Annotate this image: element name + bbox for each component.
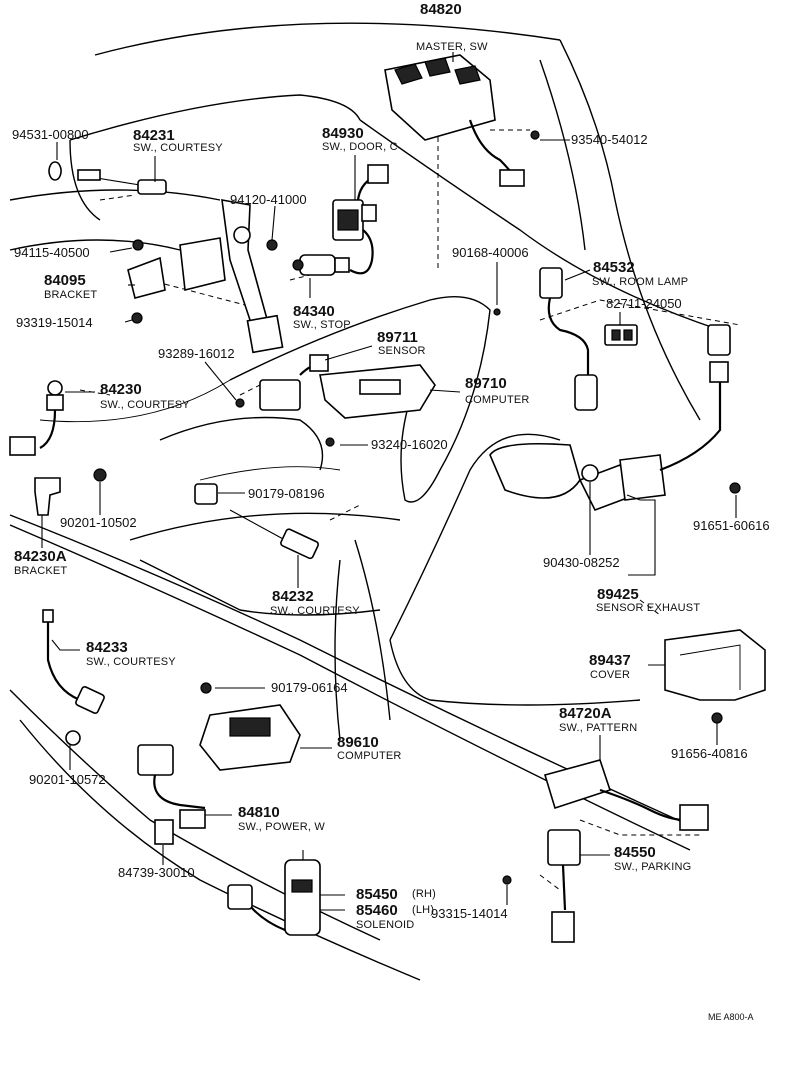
part-number-91651-60616: 91651-60616 — [693, 518, 770, 533]
part-number-84095: 84095 — [44, 272, 86, 289]
part-name-84810: SW., POWER, W — [238, 821, 325, 833]
part-number-84810: 84810 — [238, 804, 280, 821]
brake-pedal-part — [127, 199, 284, 354]
part-name-84340: SW., STOP — [293, 319, 351, 331]
part-number-94120-41000: 94120-41000 — [230, 192, 307, 207]
part-number-93289-16012: 93289-16012 — [158, 346, 235, 361]
part-number-84233: 84233 — [86, 639, 128, 656]
part-number-84231: 84231 — [133, 127, 175, 144]
solenoid-part — [227, 850, 321, 936]
part-number-84340: 84340 — [293, 303, 335, 320]
part-number-89425: 89425 — [597, 586, 639, 603]
part-number-84230: 84230 — [100, 381, 142, 398]
part-name-85460: (LH) — [412, 904, 435, 916]
part-number-93315-14014: 93315-14014 — [431, 906, 508, 921]
part-name-84820: MASTER, SW — [416, 41, 488, 53]
part-name-89610: COMPUTER — [337, 750, 402, 762]
part-number-93540-54012: 93540-54012 — [571, 132, 648, 147]
bracket-84230A-part — [34, 468, 107, 516]
cover-89437-part — [664, 629, 766, 724]
part-number-84739-30010: 84739-30010 — [118, 865, 195, 880]
part-name-84232: SW., COURTESY — [270, 605, 360, 617]
pattern-switch-part — [543, 759, 709, 831]
part-number-93319-15014: 93319-15014 — [16, 315, 93, 330]
part-number-84532: 84532 — [593, 259, 635, 276]
part-name-84231: SW., COURTESY — [133, 142, 223, 154]
part-number-90179-08196: 90179-08196 — [248, 486, 325, 501]
part-number-82711-24050: 82711-24050 — [606, 296, 682, 311]
part-number-84232: 84232 — [272, 588, 314, 605]
parking-switch-part — [502, 829, 581, 943]
power-window-switch-part — [137, 744, 206, 845]
part-number-84720A: 84720A — [559, 705, 612, 722]
courtesy-switch-84231-part — [48, 161, 167, 195]
part-number-90430-08252: 90430-08252 — [543, 555, 620, 570]
computer-89610-part — [199, 682, 301, 771]
part-number-85460: 85460 — [356, 902, 398, 919]
connector-82711-part — [604, 324, 638, 346]
leader-lines — [41, 52, 737, 911]
stop-switch-part — [292, 254, 350, 276]
part-number-89610: 89610 — [337, 734, 379, 751]
part-number-94115-40500: 94115-40500 — [14, 245, 90, 260]
part-name-84230: SW., COURTESY — [100, 399, 190, 411]
courtesy-switch-84230-part — [9, 380, 64, 456]
part-name-84532: SW., ROOM LAMP — [592, 276, 689, 288]
courtesy-switch-84233-part — [42, 609, 105, 746]
part-number-90168-40006: 90168-40006 — [452, 245, 529, 260]
door-switch-part — [332, 164, 389, 275]
sensor-computer-89710-part — [235, 354, 436, 447]
part-name-84230A: BRACKET — [14, 565, 68, 577]
part-name-89710: COMPUTER — [465, 394, 530, 406]
part-number-90201-10502: 90201-10502 — [60, 515, 137, 530]
part-number-90179-06164: 90179-06164 — [271, 680, 348, 695]
part-number-84230A: 84230A — [14, 548, 67, 565]
part-number-90201-10572: 90201-10572 — [29, 772, 106, 787]
part-name-89425: SENSOR EXHAUST — [596, 602, 701, 614]
part-number-89711: 89711 — [377, 329, 418, 346]
part-number-91656-40816: 91656-40816 — [671, 746, 748, 761]
courtesy-switch-84232-part — [194, 483, 320, 560]
part-number-84930: 84930 — [322, 125, 364, 142]
part-number-84550: 84550 — [614, 844, 656, 861]
part-number-93240-16020: 93240-16020 — [371, 437, 448, 452]
sensor-exhaust-part — [489, 324, 741, 512]
part-name-84930: SW., DOOR, C — [322, 141, 398, 153]
part-name-solenoid: SOLENOID — [356, 919, 415, 931]
part-name-89711: SENSOR — [378, 345, 426, 357]
part-number-94531-00800: 94531-00800 — [12, 127, 89, 142]
part-name-84550: SW., PARKING — [614, 861, 692, 873]
part-number-84820: 84820 — [420, 1, 462, 18]
part-number-89437: 89437 — [589, 652, 631, 669]
master-switch-part — [384, 54, 540, 187]
part-name-84095: BRACKET — [44, 289, 98, 301]
part-number-85450: 85450 — [356, 886, 398, 903]
diagram-code: ME A800-A — [708, 1012, 754, 1022]
part-number-89710: 89710 — [465, 375, 507, 392]
part-name-85450: (RH) — [412, 888, 437, 900]
part-name-84720A: SW., PATTERN — [559, 722, 638, 734]
room-lamp-switch-part — [493, 267, 598, 411]
part-name-84233: SW., COURTESY — [86, 656, 176, 668]
part-name-89437: COVER — [590, 669, 631, 681]
